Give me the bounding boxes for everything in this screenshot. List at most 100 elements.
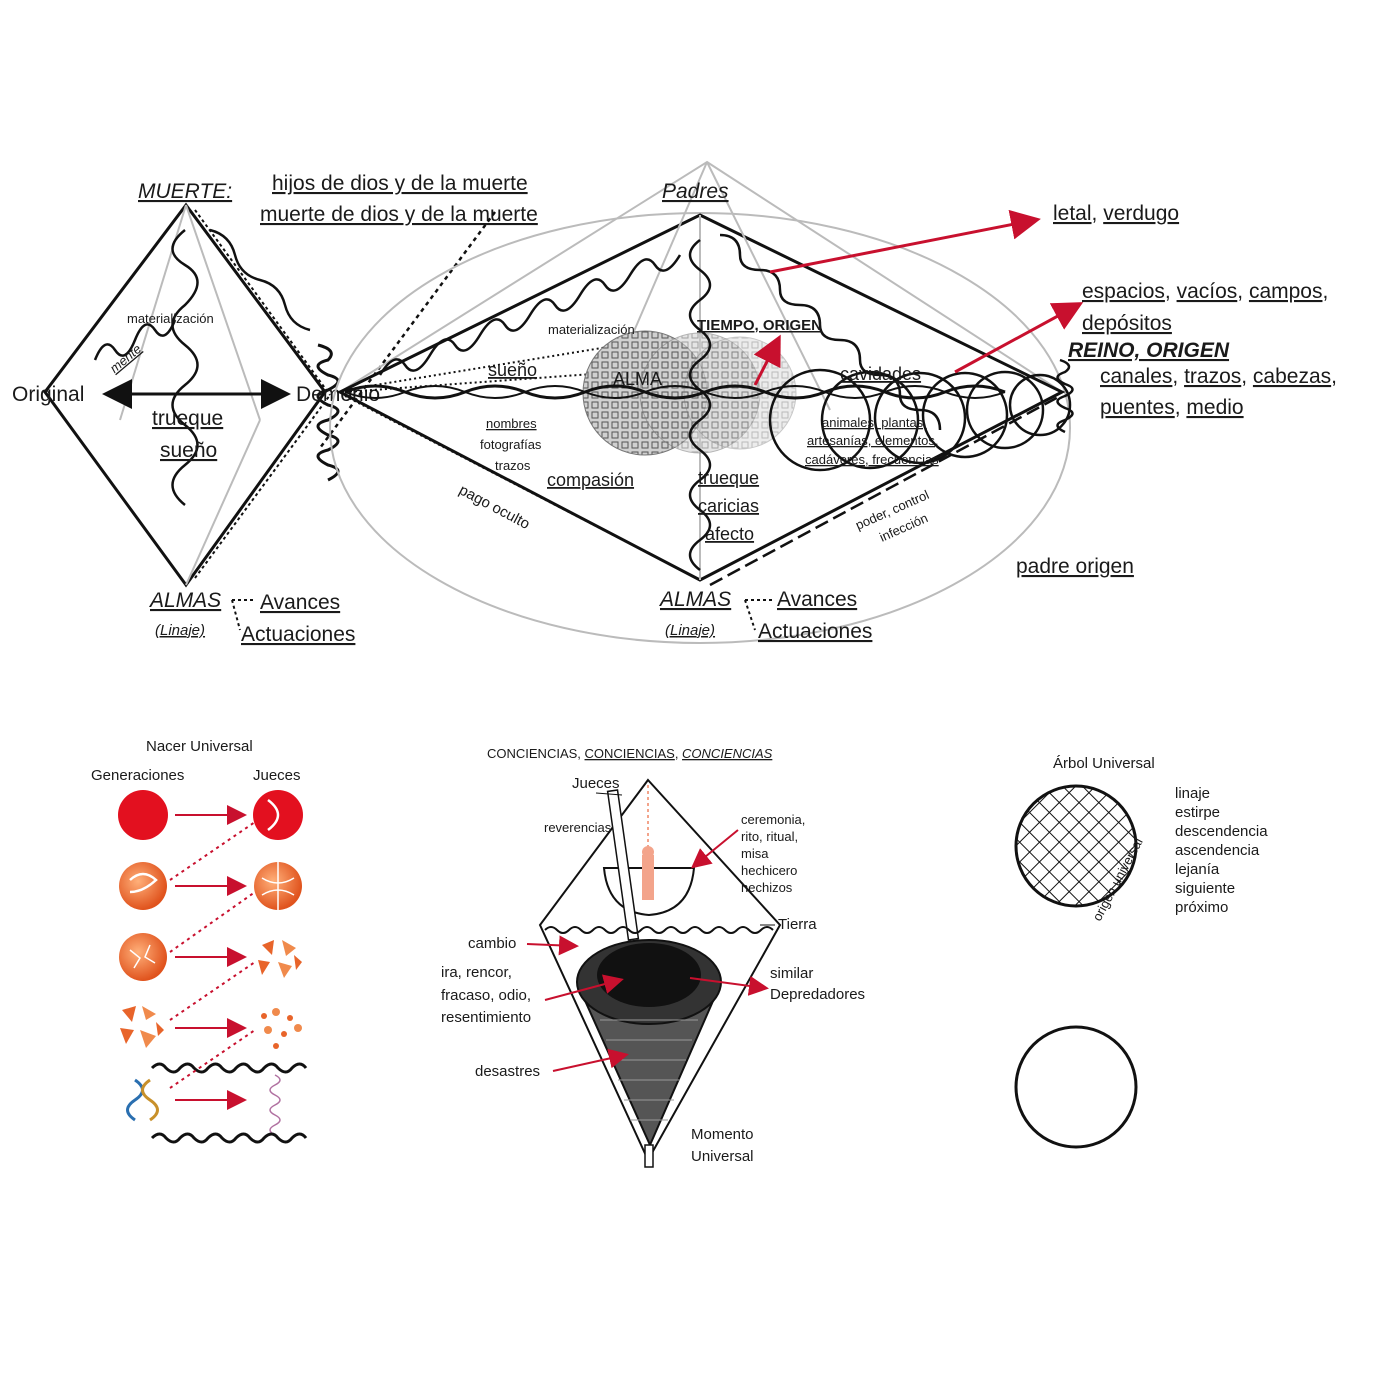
arbol-item-4: ascendencia xyxy=(1175,842,1260,859)
ira-line-3: resentimiento xyxy=(441,1009,531,1026)
afecto-label: afecto xyxy=(705,524,754,544)
almas-right: ALMAS xyxy=(658,588,731,611)
ceremonia-line-4: hechicero xyxy=(741,863,797,878)
header-line-2: muerte de dios y de la muerte xyxy=(260,203,538,226)
alma-label: ALMA xyxy=(613,369,662,389)
svg-text:letal, verdugo: letal, verdugo xyxy=(1053,202,1179,225)
nombres-label: nombres xyxy=(486,416,537,431)
trueque-right: trueque xyxy=(698,468,759,488)
ceremonia-line-3: misa xyxy=(741,846,769,861)
jueces-mid-label: Jueces xyxy=(572,775,620,792)
original-label: Original xyxy=(12,383,84,406)
espacios-word: espacios xyxy=(1082,280,1165,303)
arbol-item-6: siguiente xyxy=(1175,880,1235,897)
verdugo-word: verdugo xyxy=(1103,202,1179,225)
linaje-right: (Linaje) xyxy=(665,622,715,639)
reino-origen: REINO, ORIGEN xyxy=(1068,339,1230,362)
tiempo-origen: TIEMPO, ORIGEN xyxy=(697,317,822,334)
empty-circle xyxy=(1014,1025,1138,1149)
svg-text:puentes, medio: puentes, medio xyxy=(1100,396,1244,419)
arbol-title: Árbol Universal xyxy=(1053,755,1155,772)
dashed-connector xyxy=(318,211,497,449)
generation-sphere-3 xyxy=(119,933,167,981)
cambio-label: cambio xyxy=(468,935,516,952)
svg-text:canales, trazos, cabezas,: canales, trazos, cabezas, xyxy=(1100,365,1337,388)
ira-line-1: ira, rencor, xyxy=(441,964,512,981)
artesanias-line: artesanías, elementos, xyxy=(807,433,939,448)
depredadores-label: Depredadores xyxy=(770,986,865,1003)
left-diamond xyxy=(43,202,340,588)
generaciones-label: Generaciones xyxy=(91,767,184,784)
right-diamond xyxy=(329,160,1084,644)
desastres-label: desastres xyxy=(475,1063,540,1080)
hatched-circle xyxy=(1014,784,1138,908)
puentes-word: puentes xyxy=(1100,396,1175,419)
pago-oculto: pago oculto xyxy=(456,482,532,533)
vacios-word: vacíos xyxy=(1177,280,1238,303)
trazos-word: trazos xyxy=(1184,365,1241,388)
svg-text:espacios, vacíos, campos,: espacios, vacíos, campos, xyxy=(1082,280,1328,303)
animales-line: animales, plantas, xyxy=(822,415,927,430)
generation-fragments-4 xyxy=(120,1006,164,1048)
trazos-inner: trazos xyxy=(495,458,531,473)
padre-origen: padre origen xyxy=(1016,555,1134,578)
cavidades-label: cavidades xyxy=(840,364,921,384)
materializacion-right: materialización xyxy=(548,322,635,337)
nacer-title: Nacer Universal xyxy=(146,738,253,755)
depositos-word: depósitos xyxy=(1082,312,1172,335)
arbol-item-3: descendencia xyxy=(1175,823,1268,840)
arbol-item-2: estirpe xyxy=(1175,804,1220,821)
momento-line-1: Momento xyxy=(691,1126,754,1143)
padres-label: Padres xyxy=(662,180,729,203)
canales-word: canales xyxy=(1100,365,1172,388)
materializacion-left: materialización xyxy=(127,311,214,326)
compasion-label: compasión xyxy=(547,470,634,490)
judges-pillar xyxy=(606,789,640,941)
caricias-label: caricias xyxy=(698,496,759,516)
conciencias-diagram: CONCIENCIAS, CONCIENCIAS, CONCIENCIAS Ju… xyxy=(441,746,865,1168)
nacer-universal: Nacer Universal Generaciones Jueces xyxy=(91,738,308,1144)
muerte-title: MUERTE: xyxy=(138,180,232,203)
conciencias-title-d: CONCIENCIAS xyxy=(682,746,773,761)
trueque-left: trueque xyxy=(152,407,223,430)
medio-word: medio xyxy=(1186,396,1243,419)
cadaveres-line: cadáveres, frecuencias xyxy=(805,452,939,467)
svg-text:CONCIENCIAS, CONCIENCIAS, CONC: CONCIENCIAS, CONCIENCIAS, CONCIENCIAS xyxy=(487,746,773,761)
judge-fragments-4 xyxy=(261,1008,302,1049)
actuaciones-left: Actuaciones xyxy=(241,623,355,646)
judge-fragments-3 xyxy=(258,940,302,978)
fotografias-label: fotografías xyxy=(480,437,542,452)
arbol-universal: Árbol Universal origen universal linaje … xyxy=(1014,755,1268,1149)
ceremonia-line-1: ceremonia, xyxy=(741,812,805,827)
sueno-right: sueño xyxy=(488,360,537,380)
sueno-left: sueño xyxy=(160,439,217,462)
momento-line-2: Universal xyxy=(691,1148,754,1165)
right-notes: letal, verdugo espacios, vacíos, campos,… xyxy=(1053,202,1337,419)
cabezas-word: cabezas xyxy=(1253,365,1331,388)
dna-helix xyxy=(126,1078,159,1122)
similar-label: similar xyxy=(770,965,813,982)
generation-sphere-2 xyxy=(119,862,167,910)
avances-left: Avances xyxy=(260,591,340,614)
arbol-item-7: próximo xyxy=(1175,899,1228,916)
actuaciones-right: Actuaciones xyxy=(758,620,872,643)
header-line-1: hijos de dios y de la muerte xyxy=(272,172,528,195)
almas-left: ALMAS xyxy=(148,589,221,612)
conciencias-title-a: CONCIENCIAS, xyxy=(487,746,585,761)
ceremonia-line-2: rito, ritual, xyxy=(741,829,798,844)
jueces-label: Jueces xyxy=(253,767,301,784)
arbol-item-1: linaje xyxy=(1175,785,1210,802)
tierra-wave xyxy=(544,926,774,934)
generation-sphere-1 xyxy=(118,790,168,840)
reverencias-label: reverencias xyxy=(544,820,612,835)
ceremonia-line-5: hechizos xyxy=(741,880,793,895)
letal-word: letal xyxy=(1053,202,1092,225)
arbol-item-5: lejanía xyxy=(1175,861,1220,878)
conciencias-title-b: CONCIENCIAS xyxy=(585,746,676,761)
avances-right: Avances xyxy=(777,588,857,611)
tierra-label: Tierra xyxy=(778,916,817,933)
campos-word: campos xyxy=(1249,280,1323,303)
ira-line-2: fracaso, odio, xyxy=(441,987,531,1004)
linaje-left: (Linaje) xyxy=(155,622,205,639)
